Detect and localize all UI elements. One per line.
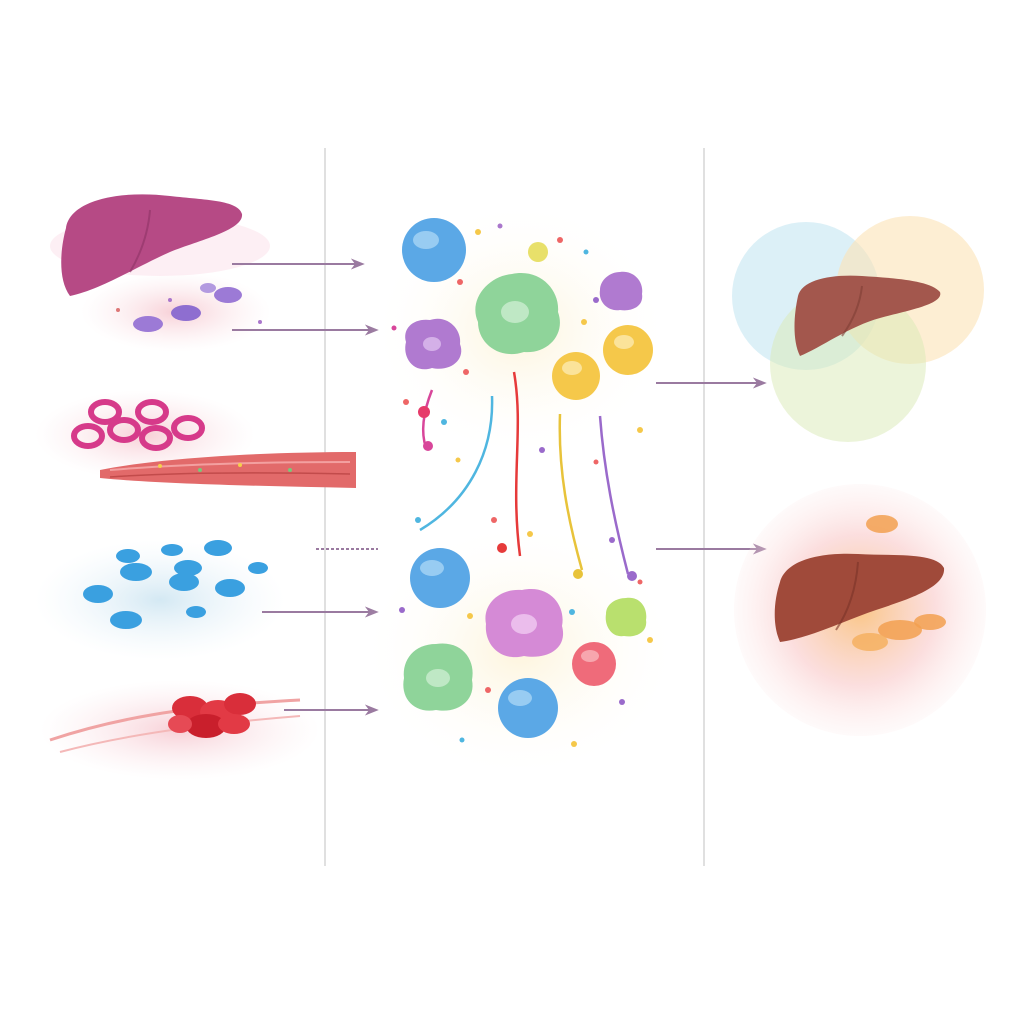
inflamed-liver-outcome-icon bbox=[734, 484, 986, 736]
tissue-strip-icon bbox=[100, 452, 356, 488]
sources-column bbox=[35, 194, 379, 780]
purple-cell-cluster-icon bbox=[81, 272, 271, 352]
purple-small-cell bbox=[599, 271, 643, 311]
blue-cell-upper bbox=[402, 218, 466, 282]
green-cell-upper bbox=[475, 272, 560, 355]
yellow-small-cell bbox=[528, 242, 548, 262]
healthy-liver-icon bbox=[50, 194, 270, 296]
outcomes-column bbox=[732, 216, 986, 736]
pink-cell-lower bbox=[485, 588, 564, 658]
yellow-cell-upper-left bbox=[552, 352, 600, 400]
healthy-liver-outcome-icon bbox=[732, 216, 984, 442]
red-tissue-mass-icon bbox=[40, 680, 320, 780]
signal-particles bbox=[391, 223, 653, 747]
purple-cell-upper bbox=[405, 318, 462, 370]
blue-cell-lower-left bbox=[410, 548, 470, 608]
blue-cell-cluster-icon bbox=[35, 540, 285, 660]
yellow-cell-upper-right bbox=[603, 325, 653, 375]
signal-strand-yellow bbox=[558, 413, 584, 571]
blue-cell-lower-right bbox=[498, 678, 558, 738]
signal-strand-purple bbox=[598, 415, 630, 575]
pink-ring-cells-icon bbox=[35, 390, 255, 480]
red-cell-lower bbox=[572, 642, 616, 686]
signal-strand-blue bbox=[419, 395, 494, 532]
green-small-cell-lower bbox=[605, 597, 647, 637]
green-cell-lower bbox=[403, 643, 473, 711]
cells-column bbox=[360, 200, 767, 780]
signal-strand-red bbox=[512, 371, 522, 557]
